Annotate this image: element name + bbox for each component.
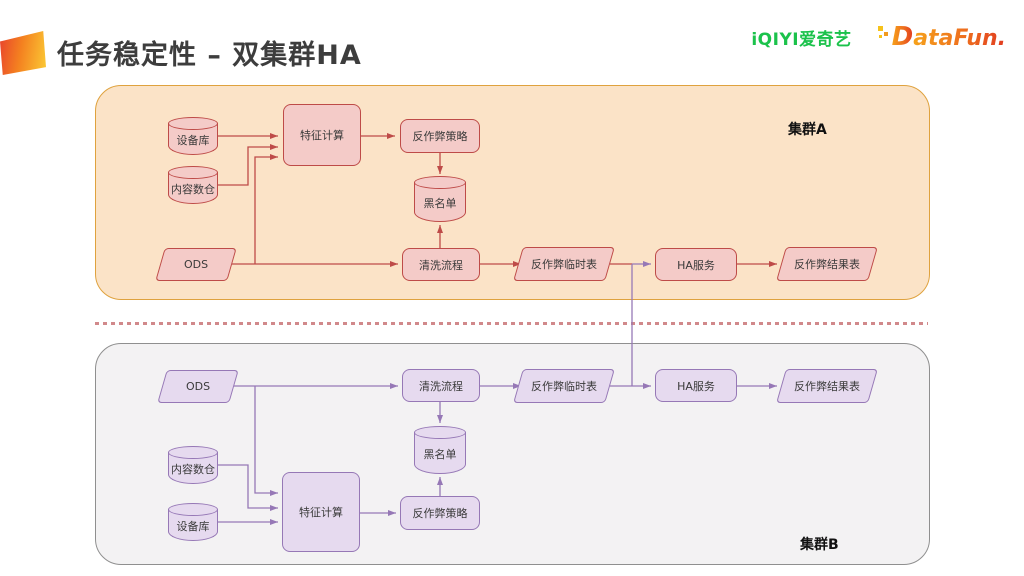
cylinder-top	[414, 176, 466, 189]
node-label: 反作弊临时表	[531, 380, 597, 393]
node-a-device-db: 设备库	[168, 117, 218, 155]
node-label: 反作弊结果表	[794, 380, 860, 393]
cylinder-top	[168, 166, 218, 179]
datafun-pixel-icon	[878, 35, 882, 38]
node-label: ODS	[183, 258, 209, 271]
cluster-a-label: 集群A	[788, 122, 827, 138]
node-label: 反作弊结果表	[794, 258, 860, 271]
node-label: 黑名单	[423, 447, 457, 461]
cluster-divider-dotted-line	[95, 322, 928, 325]
datafun-logo-text: ataFun.	[913, 26, 1006, 51]
node-b-device-db: 设备库	[168, 503, 218, 541]
cylinder-top	[168, 503, 218, 516]
node-a-cleaning: 清洗流程	[402, 248, 480, 281]
node-label: 反作弊策略	[412, 507, 468, 520]
node-label: 清洗流程	[419, 258, 463, 272]
node-label: 内容数仓	[171, 462, 215, 476]
node-a-feature-calc: 特征计算	[283, 104, 361, 166]
node-label: 反作弊策略	[412, 130, 468, 143]
node-label: HA服务	[677, 258, 715, 272]
node-label: 设备库	[176, 133, 210, 147]
cylinder-top	[414, 426, 466, 439]
node-b-strategy: 反作弊策略	[400, 496, 480, 530]
node-b-ods: ODS	[157, 370, 239, 403]
node-b-temp-table: 反作弊临时表	[513, 369, 615, 403]
node-b-feature-calc: 特征计算	[282, 472, 360, 552]
slide-accent-logo	[0, 31, 46, 75]
node-label: 设备库	[176, 519, 210, 533]
node-label: 内容数仓	[171, 182, 215, 196]
node-b-blacklist: 黑名单	[414, 426, 466, 474]
node-a-blacklist: 黑名单	[414, 176, 466, 222]
node-label: HA服务	[677, 379, 715, 393]
header-logos: iQIYI爱奇艺 DataFun.	[751, 22, 1006, 52]
iqiyi-logo: iQIYI爱奇艺	[751, 29, 852, 50]
cylinder-top	[168, 117, 218, 130]
cylinder-body	[414, 432, 466, 474]
node-a-result-table: 反作弊结果表	[776, 247, 878, 281]
node-label: 特征计算	[299, 506, 343, 519]
node-label: 特征计算	[300, 129, 344, 142]
node-b-ha-service: HA服务	[655, 369, 737, 402]
cylinder-top	[168, 446, 218, 459]
node-a-ha-service: HA服务	[655, 248, 737, 281]
node-a-strategy: 反作弊策略	[400, 119, 480, 153]
node-label: 黑名单	[423, 196, 457, 210]
node-b-cleaning: 清洗流程	[402, 369, 480, 402]
datafun-pixel-icon	[883, 32, 888, 36]
node-b-result-table: 反作弊结果表	[776, 369, 878, 403]
node-label: 反作弊临时表	[531, 258, 597, 271]
node-a-content-dw: 内容数仓	[168, 166, 218, 204]
node-label: 清洗流程	[419, 379, 463, 393]
node-a-temp-table: 反作弊临时表	[513, 247, 615, 281]
node-b-content-dw: 内容数仓	[168, 446, 218, 484]
datafun-logo: DataFun.	[877, 22, 1006, 52]
node-a-ods: ODS	[155, 248, 237, 281]
datafun-pixel-icon	[877, 26, 883, 31]
datafun-logo-d: D	[891, 22, 914, 52]
page-title: 任务稳定性 – 双集群HA	[57, 40, 362, 71]
node-label: ODS	[185, 380, 211, 393]
cluster-b-label: 集群B	[800, 537, 839, 553]
